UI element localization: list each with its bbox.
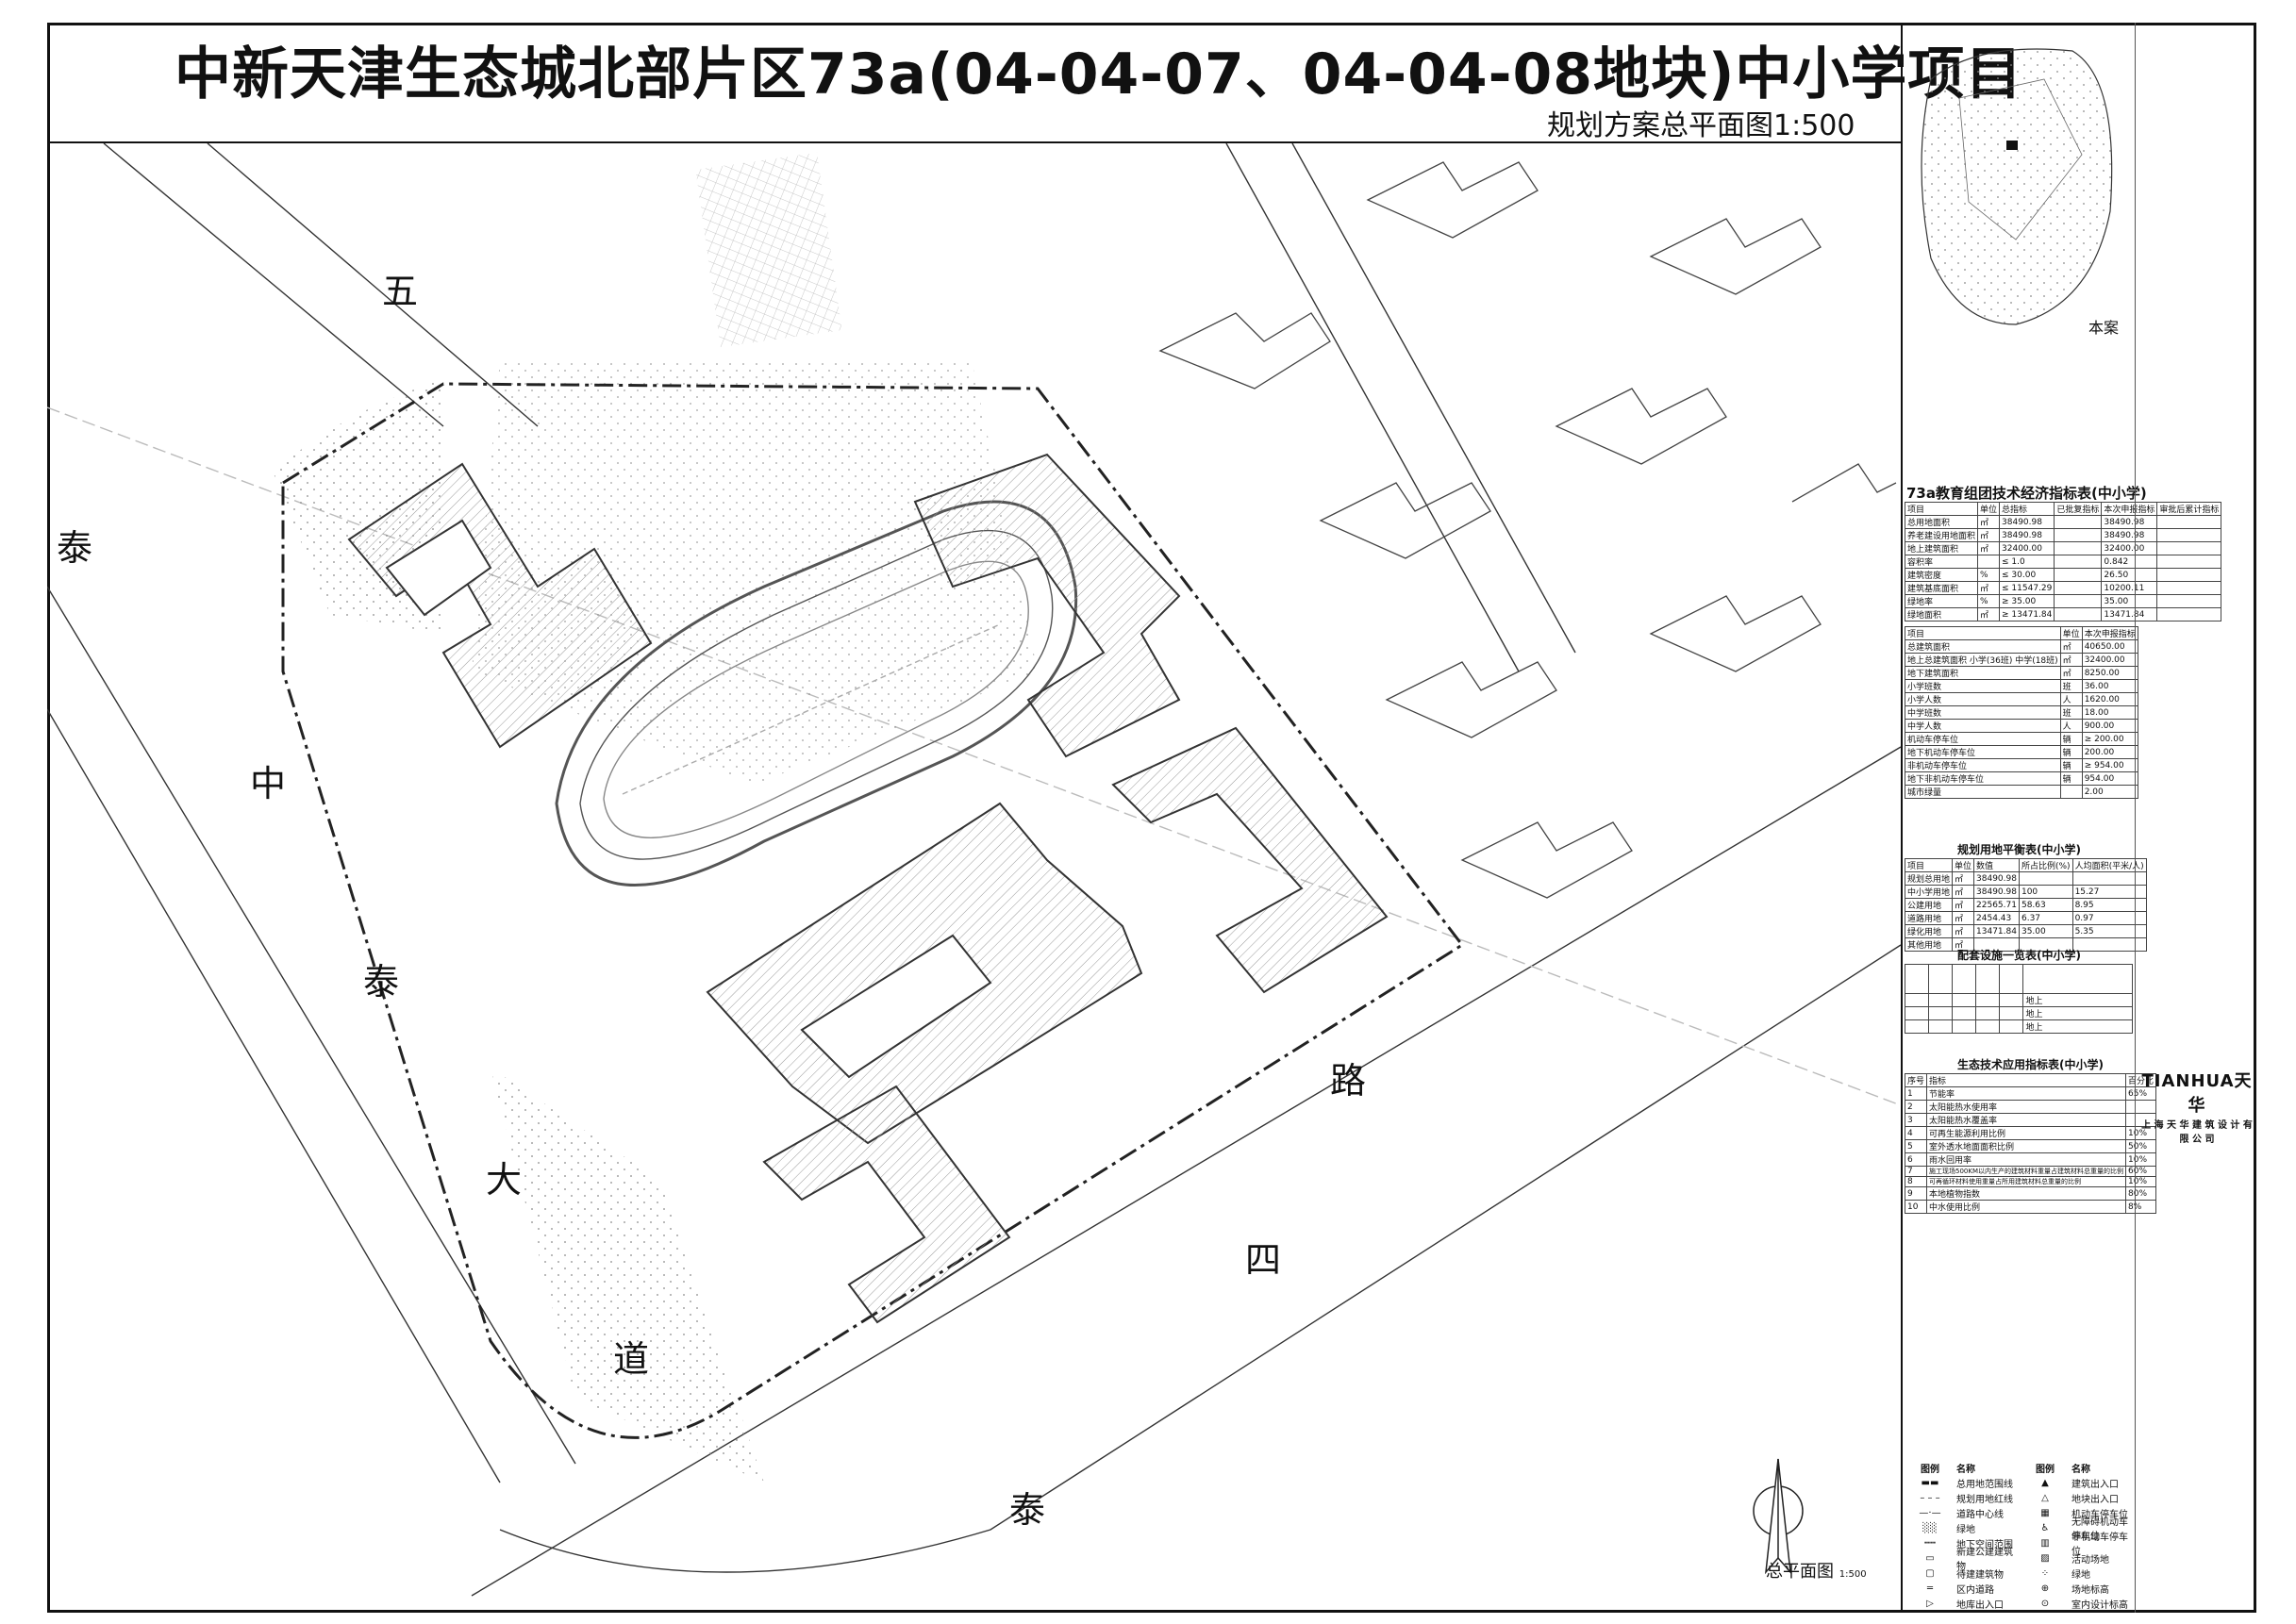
school-building-central — [706, 802, 1143, 1145]
road-label-left: 泰 — [57, 527, 93, 569]
legend-symbol: ▬▬ — [1921, 1477, 1939, 1488]
road-label-sitai-2: 四 — [1245, 1239, 1282, 1281]
residential-blocks — [1158, 161, 1897, 899]
north-arrow-caption: 总平面图 1:500 — [1766, 1562, 1867, 1582]
indoor-elevation-icon: ⊙ — [2040, 1598, 2050, 1609]
road-label-zhongtai-4: 道 — [613, 1338, 650, 1380]
legend-symbol: ═ — [1926, 1583, 1934, 1594]
school-building-east — [1111, 726, 1389, 994]
school-building-north — [913, 453, 1181, 758]
elevation-icon: ⊕ — [2040, 1583, 2050, 1594]
green-area-south — [491, 1068, 764, 1483]
road-label-zhongtai-3: 大 — [486, 1159, 523, 1201]
green-icon: ⁘ — [2040, 1567, 2050, 1579]
legend-symbol: ▭ — [1925, 1552, 1935, 1564]
land-balance-title: 规划用地平衡表(中小学) — [1957, 843, 2081, 856]
site-plan — [47, 143, 1901, 1613]
accessible-parking-icon: ♿ — [2040, 1522, 2050, 1533]
eco-table-title: 生态技术应用指标表(中小学) — [1957, 1058, 2104, 1071]
legend-symbol: – – – — [1920, 1492, 1940, 1503]
road-label-sitai-3: 泰 — [1009, 1489, 1046, 1531]
location-map-label: 本案 — [2088, 319, 2120, 337]
location-map — [1921, 48, 2113, 325]
road-label-sitai-1: 路 — [1330, 1060, 1367, 1102]
title-divider — [47, 141, 1901, 143]
legend-symbol: ▷ — [1926, 1598, 1934, 1609]
parking-icon: ▦ — [2040, 1507, 2050, 1518]
drawing-subtitle: 规划方案总平面图1:500 — [1547, 109, 1855, 142]
drawing-title: 中新天津生态城北部片区73a(04-04-07、04-04-08地块)中小学项目 — [175, 41, 2023, 108]
facility-table: 地上 地上 地上 — [1904, 964, 2133, 1034]
legend: 图例 名称 图例 名称 ▬▬总用地范围线▲建筑出入口 – – –规划用地红线△地… — [1904, 1460, 2134, 1611]
site-plan-drawing — [47, 143, 1901, 1597]
facility-table-title: 配套设施一览表(中小学) — [1957, 949, 2081, 962]
school-building-south — [762, 1085, 1011, 1324]
site-entrance-icon: △ — [2041, 1492, 2049, 1503]
legend-symbol: ░░ — [1922, 1522, 1938, 1533]
tianhua-logo: TIANHUA天华 上 海 天 华 建 筑 设 计 有 限 公 司 — [2141, 1071, 2253, 1145]
legend-symbol: —·— — [1919, 1507, 1941, 1518]
north-arrow — [1753, 1458, 1804, 1575]
info-panel: 本案 73a教育组团技术经济指标表(中小学) 项目 单位 总指标 已批复指标 本… — [1901, 23, 2222, 1613]
legend-symbol: ┅┅ — [1923, 1537, 1937, 1549]
road-label-zhongtai-1: 中 — [250, 763, 287, 804]
green-area-north — [472, 360, 1038, 785]
building-block-nw — [347, 462, 653, 749]
title-block: TIANHUA天华 上 海 天 华 建 筑 设 计 有 限 公 司 — [2135, 23, 2257, 1613]
indicator-table-title: 73a教育组团技术经济指标表(中小学) — [1906, 485, 2147, 502]
legend-symbol: ▢ — [1925, 1567, 1935, 1579]
drawing-frame — [47, 23, 2256, 1613]
bicycle-icon: ▥ — [2040, 1537, 2050, 1549]
ancillary-zone — [695, 152, 842, 348]
road-label-zhongtai-2: 泰 — [363, 961, 400, 1003]
site-boundary — [281, 382, 1465, 1439]
entrance-icon: ▲ — [2041, 1477, 2049, 1488]
road-label-wutai: 五 — [382, 271, 419, 312]
activity-area-icon: ▨ — [2040, 1552, 2050, 1564]
